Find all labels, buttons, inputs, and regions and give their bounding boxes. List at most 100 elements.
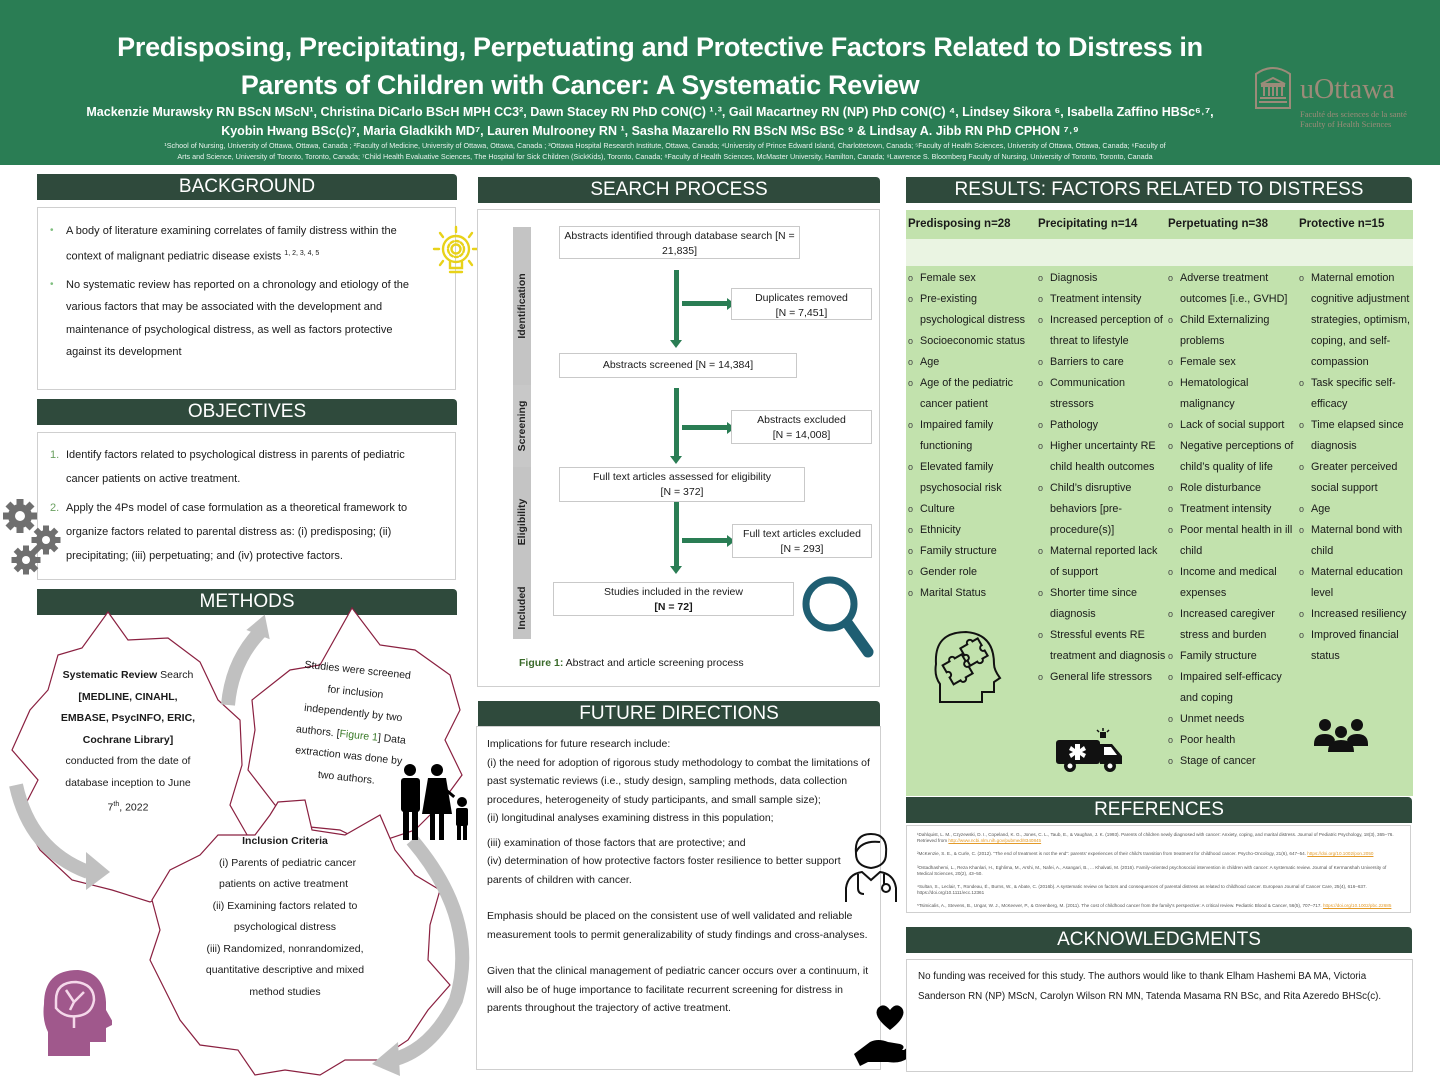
figure-1-caption: Figure 1: Abstract and article screening… <box>519 657 744 669</box>
factor-item: Marital Status <box>908 583 1036 604</box>
reference-link[interactable]: https://doi.org/10.1002/pbc.22685 <box>1322 903 1392 909</box>
reference-item: ³Ostadhashemi, L., Reza Khanlari, H., Eg… <box>917 865 1400 877</box>
university-building-icon <box>1255 67 1291 109</box>
arrow-head-top <box>246 614 270 640</box>
phase-included: Included <box>513 577 531 639</box>
reference-item: ⁴Sultan, S., Leclair, T., Rondeau, É., B… <box>917 884 1400 896</box>
references-section: ¹Dahlquist, L. M., Czyzewski, D. I., Cop… <box>906 825 1411 913</box>
background-bullets: A body of literature examining correlate… <box>38 208 428 364</box>
background-heading: BACKGROUND <box>37 174 457 200</box>
reference-link[interactable]: http://www.ncbi.nlm.nih.gov/pubmed/83408… <box>948 838 1042 844</box>
flow-box-duplicates: Duplicates removed[N = 7,451] <box>731 288 872 320</box>
affiliations-line-1: ¹School of Nursing, University of Ottawa… <box>164 141 1166 150</box>
reference-item: ¹Dahlquist, L. M., Czyzewski, D. I., Cop… <box>917 832 1400 844</box>
phase-identification: Identification <box>513 227 531 385</box>
flow-box-included: Studies included in the review[N = 72] <box>553 582 794 616</box>
flow-box-fulltext-excluded: Full text articles excluded[N = 293] <box>732 524 872 558</box>
results-spacer-band <box>906 239 1413 266</box>
objective-text: Identify factors related to psychologica… <box>66 449 405 485</box>
doctor-icon <box>845 832 897 902</box>
flow-arrow-right <box>682 425 727 430</box>
search-line-1: Systematic Review Search <box>58 665 198 687</box>
caption-label: Figure 1: <box>519 657 564 669</box>
gear-inclusion-text: Inclusion Criteria (i) Parents of pediat… <box>205 831 365 1003</box>
future-item: (ii) longitudinal analyses examining dis… <box>487 812 774 824</box>
poster-header-banner: Predisposing, Precipitating, Perpetuatin… <box>0 0 1440 165</box>
authors-line-2: Kyobin Hwang BSc(c)⁷, Maria Gladkikh MD⁷… <box>221 124 1079 138</box>
results-column-headers: Predisposing n=28 Precipitating n=14 Per… <box>906 210 1413 239</box>
future-item: (i) the need for adoption of rigorous st… <box>487 756 870 806</box>
factor-item: Poor mental health in ill child <box>1168 520 1298 562</box>
flow-arrow-right <box>682 538 727 543</box>
factor-item: Maternal bond with child <box>1299 520 1411 562</box>
people-group-icon <box>1314 719 1368 752</box>
arrow-head-down <box>670 566 682 574</box>
flow-arrow-down <box>674 502 679 568</box>
factor-item: Maternal education level <box>1299 562 1411 604</box>
factor-item: Improved financial status <box>1299 625 1411 667</box>
caption-text: Abstract and article screening process <box>563 657 744 669</box>
poster-title: Predisposing, Precipitating, Perpetuatin… <box>60 28 1260 104</box>
factor-item: Child Externalizing problems <box>1168 310 1298 352</box>
arrow-head-down <box>670 456 682 464</box>
arrow-head-left <box>86 852 110 890</box>
factor-item: Lack of social support <box>1168 415 1298 436</box>
objective-item: 2. Apply the 4Ps model of case formulatio… <box>50 496 424 568</box>
family-icon <box>401 764 468 840</box>
reference-text: ³Ostadhashemi, L., Reza Khanlari, H., Eg… <box>917 864 1387 876</box>
magnifying-glass-icon <box>802 576 874 658</box>
factor-item: Task specific self-efficacy <box>1299 373 1411 415</box>
factor-item: Pathology <box>1038 415 1168 436</box>
future-emphasis-paragraph: Emphasis should be placed on the consist… <box>487 910 868 941</box>
acknowledgments-text: No funding was received for this study. … <box>918 971 1382 1002</box>
authors-line-1: Mackenzie Murawsky RN BScN MScN¹, Christ… <box>86 105 1214 119</box>
future-directions-heading: FUTURE DIRECTIONS <box>478 701 880 727</box>
factor-item: Maternal reported lack of support <box>1038 541 1168 583</box>
inclusion-criterion: (iii) Randomized, nonrandomized, quantit… <box>205 942 365 998</box>
objective-item: 1.Identify factors related to psychologi… <box>50 443 424 491</box>
factor-item: Pre-existing psychological distress <box>908 289 1036 331</box>
box-count: [N = 14,008] <box>772 429 831 441</box>
factor-item: General life stressors <box>1038 667 1168 688</box>
ambulance-icon <box>1056 728 1122 772</box>
uottawa-logo: uOttawa Faculté des sciences de la santé… <box>1250 62 1430 132</box>
box-count: [N = 72] <box>654 601 693 613</box>
references-heading: REFERENCES <box>906 797 1412 823</box>
objective-number: 2. <box>50 502 60 514</box>
bold-label: Systematic Review <box>62 669 158 681</box>
column-header-perpetuating: Perpetuating n=38 <box>1168 218 1269 230</box>
database-list: MEDLINE, CINAHL, EMBASE, PsycINFO, ERIC,… <box>60 690 196 746</box>
background-bullet: A body of literature examining correlate… <box>50 220 414 268</box>
future-screening-paragraph: Given that the clinical management of pe… <box>487 965 869 1014</box>
text: Studies were screened for inclusion inde… <box>295 658 412 740</box>
factor-item: Negative perceptions of child’s quality … <box>1168 436 1298 478</box>
phase-eligibility: Eligibility <box>513 467 531 577</box>
objective-text: Apply the 4Ps model of case formulation … <box>66 502 408 562</box>
author-list: Mackenzie Murawsky RN BScN MScN¹, Christ… <box>40 103 1260 141</box>
reference-link[interactable]: https://doi.org/10.1002/pon.2050 <box>1307 851 1374 857</box>
column-header-precipitating: Precipitating n=14 <box>1038 218 1138 230</box>
factor-item: Culture <box>908 499 1036 520</box>
bullet-text: No systematic review has reported on a c… <box>66 278 410 359</box>
factor-item: Diagnosis <box>1038 268 1168 289</box>
factor-item: Shorter time since diagnosis <box>1038 583 1168 625</box>
protective-factor-list: Maternal emotion cognitive adjustment st… <box>1299 268 1411 667</box>
inclusion-criteria-title: Inclusion Criteria <box>242 835 328 847</box>
lightbulb-idea-icon <box>432 225 480 274</box>
reference-superscript: 1, 2, 3, 4, 5 <box>284 249 320 257</box>
text: 7 <box>107 801 114 814</box>
search-process-heading: SEARCH PROCESS <box>478 177 880 203</box>
inclusion-criterion: (ii) Examining factors related to psycho… <box>212 899 358 934</box>
factor-item: Gender role <box>908 562 1036 583</box>
text: , 2022 <box>119 801 149 814</box>
factor-item: Stage of cancer <box>1168 751 1298 772</box>
inclusion-criterion: (i) Parents of pediatric cancer patients… <box>219 856 357 891</box>
phase-label: Identification <box>516 273 528 339</box>
reference-text: ¹Dahlquist, L. M., Czyzewski, D. I., Cop… <box>917 832 1394 844</box>
factor-item: Age of the pediatric cancer patient <box>908 373 1036 415</box>
text: Search <box>157 669 194 681</box>
factor-item: Time elapsed since diagnosis <box>1299 415 1411 457</box>
search-line-3: conducted from the date of database ince… <box>58 751 198 819</box>
figure-1-link[interactable]: Figure 1 <box>338 727 379 744</box>
factor-item: Unmet needs <box>1168 709 1298 730</box>
